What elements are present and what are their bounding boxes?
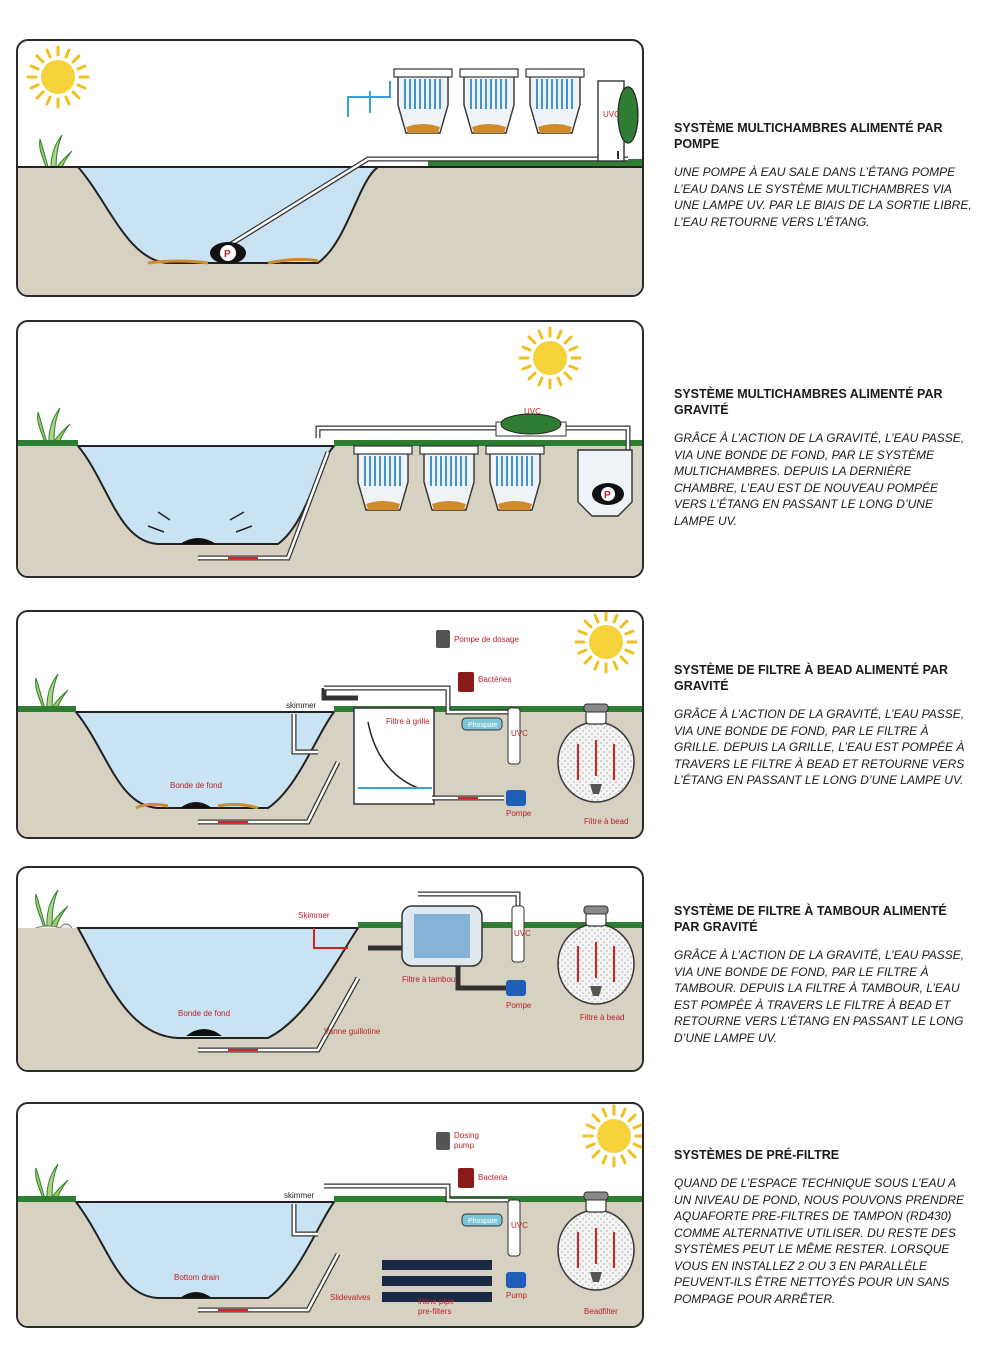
pump-icon: [506, 790, 526, 806]
sun-icon: [26, 45, 90, 109]
bacteria-label: Bactéries: [478, 675, 511, 684]
chamber-3: [485, 445, 545, 511]
chamber-3: [525, 68, 585, 134]
diagram-gravity-multichamber: UVC P: [16, 320, 644, 578]
pump-icon: [506, 980, 526, 996]
skimmer-label: skimmer: [286, 701, 317, 710]
section-2-title: SYSTÈME MULTICHAMBRES ALIMENTÉ PAR GRAVI…: [674, 387, 943, 417]
pump-label: Pump: [506, 1291, 527, 1300]
sun-icon: [574, 612, 638, 674]
diagram-1-svg: P UVC: [18, 45, 642, 295]
diagram-5-svg: skimmer Dosing pump Bacteria Phospate UV…: [18, 1104, 642, 1326]
uvc-lamp: [511, 905, 525, 963]
section-3-description: SYSTÈME DE FILTRE À BEAD ALIMENTÉ PAR GR…: [674, 662, 974, 789]
sun-icon: [582, 1104, 642, 1168]
section-4-description: SYSTÈME DE FILTRE À TAMBOUR ALIMENTÉ PAR…: [674, 903, 974, 1046]
chamber-1: [393, 68, 453, 134]
inline-label-2: pre-filters: [418, 1307, 451, 1316]
grille-label: Filtre à grille: [386, 717, 430, 726]
pond-water: [76, 927, 360, 1039]
section-5-description: SYSTÈMES DE PRÉ-FILTRE QUAND DE L’ESPACE…: [674, 1147, 974, 1307]
uvc-label: UVC: [524, 407, 541, 416]
diagram-pre-filter: skimmer Dosing pump Bacteria Phospate UV…: [16, 1102, 644, 1328]
section-3-title: SYSTÈME DE FILTRE À BEAD ALIMENTÉ PAR GR…: [674, 663, 949, 693]
phosphate-filter: [461, 717, 503, 731]
bottom-drain: [186, 1029, 222, 1036]
slidevalves-label: Slidevalves: [330, 1293, 370, 1302]
pump-icon: [506, 1272, 526, 1288]
section-1-description: SYSTÈME MULTICHAMBRES ALIMENTÉ PAR POMPE…: [674, 120, 974, 230]
pond-water: [73, 711, 337, 809]
uvc-lamp: [500, 413, 562, 435]
skimmer-label: Skimmer: [298, 911, 330, 920]
diagram-pump-multichamber: P UVC: [16, 39, 644, 297]
dosing-pump-icon: [436, 1132, 450, 1150]
dosing-label-2: pump: [454, 1141, 475, 1150]
bottom-drain-label: Bonde de fond: [178, 1009, 230, 1018]
phosphate-label: Phospate: [468, 722, 498, 729]
phosphate-label: Phospate: [468, 1218, 498, 1225]
inline-pre-filters: [382, 1260, 492, 1302]
bottom-drain: [180, 1292, 212, 1298]
dosing-pump-icon: [436, 630, 450, 648]
section-3-text: GRÂCE À L’ACTION DE LA GRAVITÉ, L’EAU PA…: [674, 707, 965, 787]
diagram-3-svg: skimmer Filtre à grille Pompe de dosage …: [18, 612, 642, 837]
pump-label: P: [604, 490, 611, 501]
uvc-label: UVC: [511, 1221, 528, 1230]
skimmer-label: skimmer: [284, 1191, 315, 1200]
pump-label: P: [224, 249, 231, 260]
uvc-lamp: [507, 707, 521, 765]
section-4-title: SYSTÈME DE FILTRE À TAMBOUR ALIMENTÉ PAR…: [674, 904, 947, 934]
bead-filter: [557, 905, 635, 1005]
bead-label: Filtre à bead: [584, 817, 628, 826]
section-1-text: UNE POMPE À EAU SALE DANS L’ÉTANG POMPE …: [674, 165, 972, 229]
chamber-2: [459, 68, 519, 134]
bacteria-bottle: [458, 672, 474, 692]
bottom-drain: [180, 802, 212, 808]
bottom-drain-label: Bonde de fond: [170, 781, 222, 790]
pump-label: Pompe: [506, 809, 532, 818]
bead-label: Beadfilter: [584, 1307, 618, 1316]
section-5-title: SYSTÈMES DE PRÉ-FILTRE: [674, 1148, 840, 1162]
chamber-1: [353, 445, 413, 511]
uvc-lamp: [507, 1199, 521, 1257]
chamber-2: [419, 445, 479, 511]
section-4-text: GRÂCE À L’ACTION DE LA GRAVITÉ, L’EAU PA…: [674, 948, 965, 1045]
section-2-description: SYSTÈME MULTICHAMBRES ALIMENTÉ PAR GRAVI…: [674, 386, 974, 529]
section-2-text: GRÂCE À L’ACTION DE LA GRAVITÉ, L’EAU PA…: [674, 431, 965, 528]
uvc-label: UVC: [603, 110, 620, 119]
bacteria-label: Bacteria: [478, 1173, 508, 1182]
sun-icon: [518, 326, 582, 390]
pond-water: [73, 1201, 336, 1299]
bacteria-bottle: [458, 1168, 474, 1188]
bead-label: Filtre à bead: [580, 1013, 624, 1022]
bottom-drain: [180, 538, 216, 544]
section-5-text: QUAND DE L’ESPACE TECHNIQUE SOUS L’EAU A…: [674, 1176, 965, 1306]
section-1-title: SYSTÈME MULTICHAMBRES ALIMENTÉ PAR POMPE: [674, 121, 943, 151]
dosing-label: Pompe de dosage: [454, 635, 519, 644]
pond-water: [75, 166, 382, 264]
dosing-label-1: Dosing: [454, 1131, 479, 1140]
pump-label: Pompe: [506, 1001, 532, 1010]
uvc-label: UVC: [514, 929, 531, 938]
inline-label-1: inline pipe: [418, 1297, 455, 1306]
diagram-bead-filter-gravity: skimmer Filtre à grille Pompe de dosage …: [16, 610, 644, 839]
diagram-2-svg: UVC P: [18, 326, 642, 576]
uvc-label: UVC: [511, 729, 528, 738]
phosphate-filter: [461, 1213, 503, 1227]
valve-label: Vanne guillotine: [324, 1027, 381, 1036]
drum-label: Filtre à tambour: [402, 975, 458, 984]
diagram-drum-filter-gravity: Skimmer Filtre à tambour UVC Pompe Filtr…: [16, 866, 644, 1072]
diagram-4-svg: Skimmer Filtre à tambour UVC Pompe Filtr…: [18, 889, 642, 1070]
bottom-drain-label: Bottom drain: [174, 1273, 219, 1282]
uvc-lamp: [617, 86, 639, 144]
grass-strip: [428, 159, 642, 167]
